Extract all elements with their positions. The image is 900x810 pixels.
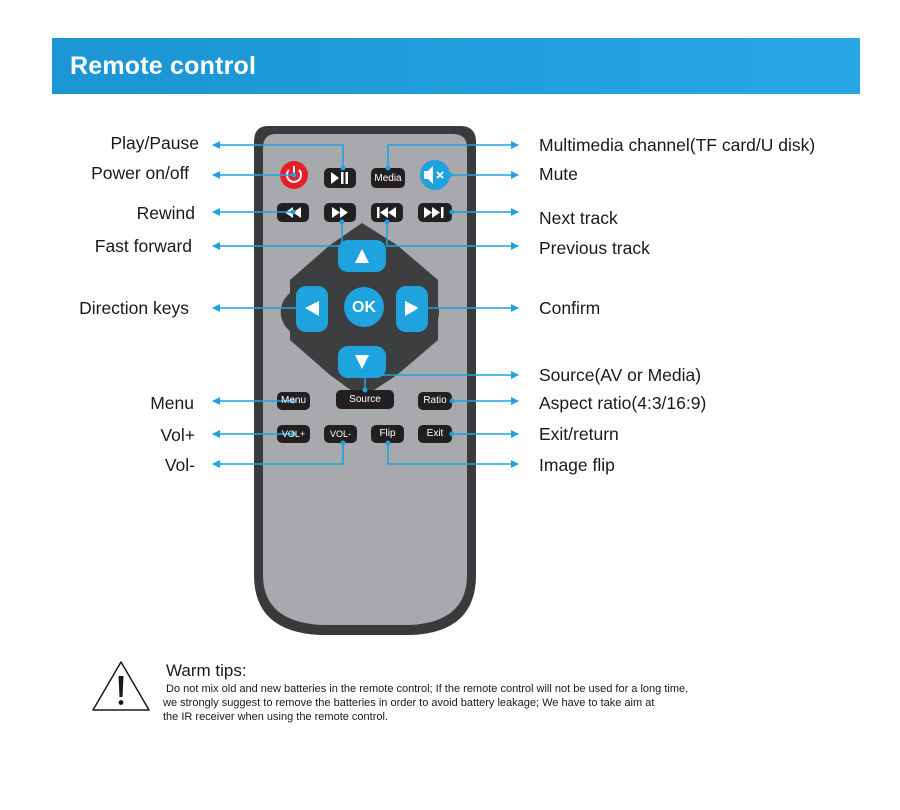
ok-button[interactable] xyxy=(344,287,384,327)
label-direction-keys: Direction keys xyxy=(79,298,189,318)
arrow-down-icon xyxy=(355,355,369,369)
tip-line-3: the IR receiver when using the remote co… xyxy=(163,711,389,723)
play-pause-button[interactable] xyxy=(324,168,356,188)
next-track-button[interactable] xyxy=(418,203,452,222)
tips-title: Warm tips: xyxy=(166,661,247,680)
label-play-pause: Play/Pause xyxy=(110,133,199,153)
source-button-label: Source xyxy=(349,394,381,405)
callout-lines xyxy=(212,141,519,468)
flip-button-label: Flip xyxy=(379,428,396,439)
play-pause-icon xyxy=(331,172,348,184)
vol-plus-button-label: VOL+ xyxy=(281,429,306,439)
warning-icon xyxy=(92,661,150,711)
direction-pad xyxy=(280,223,440,398)
mute-icon xyxy=(424,166,444,184)
next-track-icon xyxy=(424,207,444,218)
mute-button[interactable] xyxy=(420,160,450,190)
label-fast-forward: Fast forward xyxy=(94,236,192,256)
label-confirm: Confirm xyxy=(539,298,601,318)
up-button[interactable] xyxy=(338,240,386,272)
label-source: Source(AV or Media) xyxy=(539,365,702,385)
tip-line-2: we strongly suggest to remove the batter… xyxy=(163,697,655,709)
fast-forward-button[interactable] xyxy=(324,203,356,222)
vol-minus-button[interactable] xyxy=(324,425,357,443)
ok-button-label: OK xyxy=(352,299,376,316)
label-menu: Menu xyxy=(150,393,194,413)
page-title: Remote control xyxy=(70,52,257,80)
label-vol-minus: Vol- xyxy=(164,455,195,475)
arrow-right-icon xyxy=(405,301,419,316)
label-next-track: Next track xyxy=(539,208,618,228)
right-button[interactable] xyxy=(396,286,428,332)
label-previous-track: Previous track xyxy=(539,238,650,258)
media-button[interactable] xyxy=(371,168,405,188)
fast-forward-icon xyxy=(332,207,348,218)
label-vol-plus: Vol+ xyxy=(160,425,195,445)
media-button-label: Media xyxy=(374,173,402,184)
label-aspect-ratio: Aspect ratio(4:3/16:9) xyxy=(539,393,707,413)
exit-button-label: Exit xyxy=(426,428,444,439)
left-button[interactable] xyxy=(296,286,328,332)
down-button[interactable] xyxy=(338,346,386,378)
previous-track-button[interactable] xyxy=(371,203,403,222)
ratio-button-label: Ratio xyxy=(423,395,447,406)
label-power: Power on/off xyxy=(91,163,189,183)
label-image-flip: Image flip xyxy=(539,455,615,475)
label-multimedia: Multimedia channel(TF card/U disk) xyxy=(539,135,816,155)
vol-minus-button-label: VOL- xyxy=(329,429,351,439)
tip-line-1: Do not mix old and new batteries in the … xyxy=(166,683,689,695)
label-mute: Mute xyxy=(539,164,578,184)
ratio-button[interactable] xyxy=(418,392,452,410)
menu-button-label: Menu xyxy=(280,395,306,406)
previous-track-icon xyxy=(377,207,396,218)
label-rewind: Rewind xyxy=(136,203,195,223)
header-banner: Remote control xyxy=(52,38,860,94)
flip-button[interactable] xyxy=(371,425,404,443)
exit-button[interactable] xyxy=(418,425,452,443)
label-exit: Exit/return xyxy=(539,424,619,444)
arrow-up-icon xyxy=(355,249,369,263)
source-button[interactable] xyxy=(336,390,394,409)
arrow-left-icon xyxy=(305,301,319,316)
